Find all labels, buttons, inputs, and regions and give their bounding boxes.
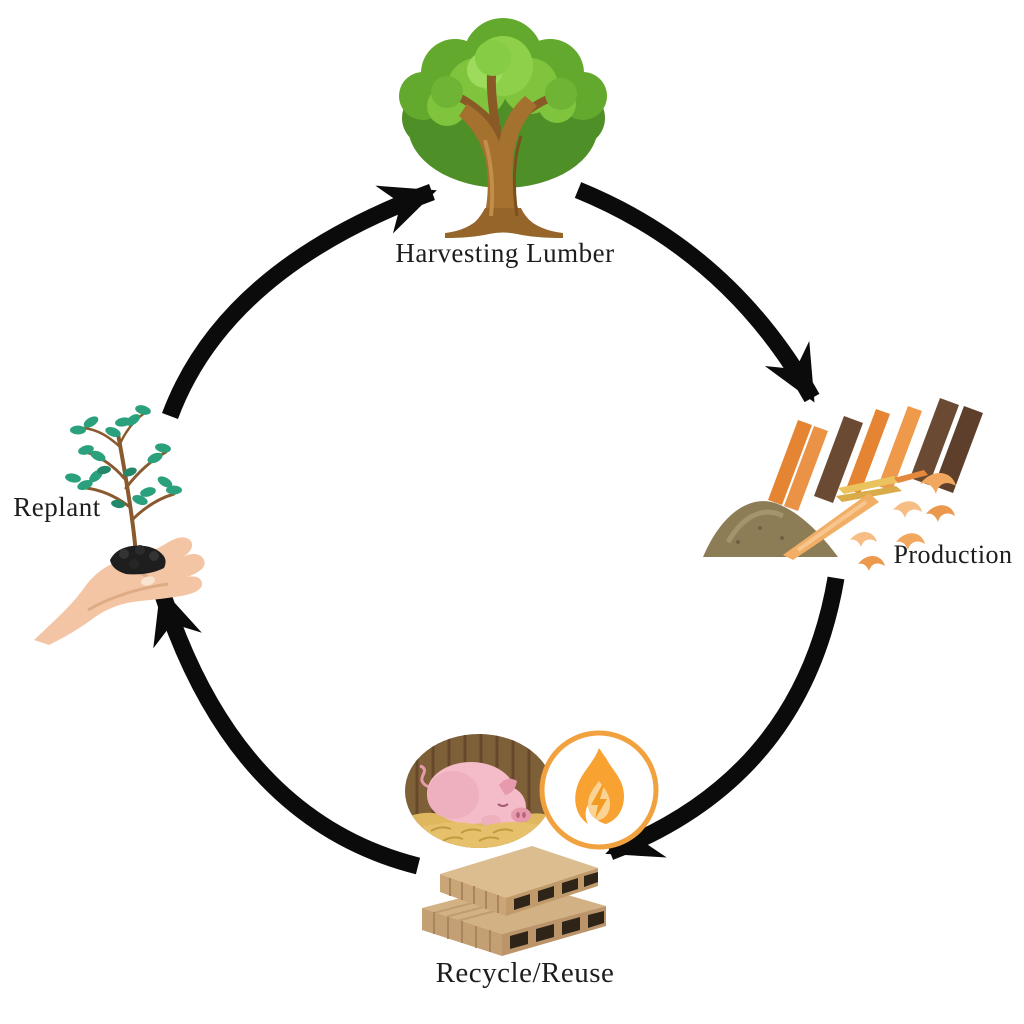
hand-holding-sapling-icon xyxy=(34,405,205,645)
sapling-leaves xyxy=(65,405,182,509)
node-label-harvesting-lumber: Harvesting Lumber xyxy=(395,238,615,268)
pig xyxy=(419,762,531,828)
pig-bedding-icon xyxy=(405,734,553,848)
wood-shavings xyxy=(783,472,956,571)
lumber-planks xyxy=(768,398,983,511)
decking-board-top xyxy=(440,846,598,916)
straw-strands xyxy=(430,826,514,842)
lightning-bolt xyxy=(591,785,607,819)
sawdust-pile xyxy=(703,501,838,557)
node-label-recycle-reuse: Recycle/Reuse xyxy=(435,957,615,989)
node-label-production: Production xyxy=(893,540,1013,569)
arrow-production-to-recycle xyxy=(605,576,845,860)
tree-canopy-front xyxy=(431,40,577,110)
thumb-nail xyxy=(141,576,155,586)
arrow-harvesting-to-production xyxy=(574,182,820,403)
tree-icon xyxy=(399,18,607,238)
energy-flame-icon xyxy=(539,730,659,850)
node-label-replant: Replant xyxy=(13,492,101,522)
lumber-sawdust-shavings-icon xyxy=(703,398,983,571)
soil xyxy=(110,545,166,575)
arrow-replant-to-harvesting xyxy=(162,184,437,419)
composite-decking-icon xyxy=(422,846,606,956)
arrow-recycle-to-replant xyxy=(153,587,421,875)
